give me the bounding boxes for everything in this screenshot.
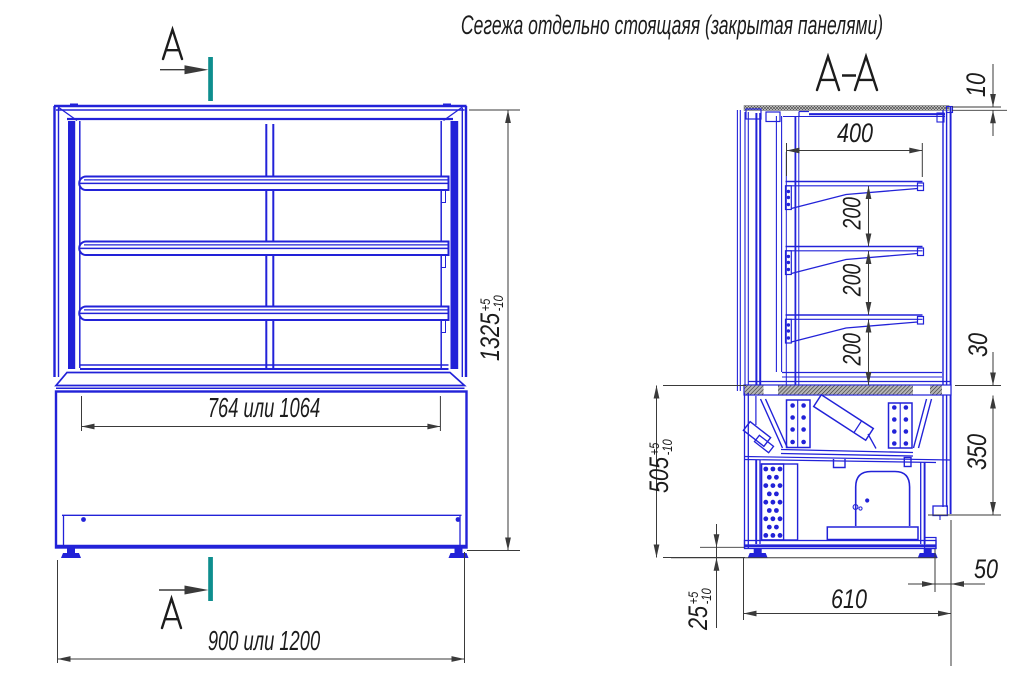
- svg-text:-10: -10: [699, 588, 714, 604]
- svg-text:900 или 1200: 900 или 1200: [208, 626, 320, 657]
- svg-text:50: 50: [974, 555, 998, 585]
- svg-text:-10: -10: [491, 295, 506, 311]
- svg-text:400: 400: [837, 119, 873, 149]
- svg-text:200: 200: [838, 333, 866, 367]
- svg-text:+5: +5: [686, 591, 701, 605]
- svg-text:+5: +5: [478, 298, 493, 312]
- svg-text:+5: +5: [647, 442, 662, 456]
- svg-text:30: 30: [964, 333, 994, 357]
- svg-text:200: 200: [838, 197, 866, 231]
- svg-text:-10: -10: [660, 439, 675, 455]
- svg-text:1325: 1325: [476, 313, 506, 361]
- svg-text:610: 610: [831, 585, 867, 615]
- svg-text:10: 10: [962, 73, 992, 97]
- svg-text:Сегежа отдельно стоящаяя (закр: Сегежа отдельно стоящаяя (закрытая панел…: [461, 9, 883, 40]
- svg-text:764 или 1064: 764 или 1064: [208, 393, 320, 424]
- svg-text:350: 350: [963, 434, 993, 470]
- svg-text:505: 505: [645, 457, 675, 493]
- svg-text:200: 200: [838, 263, 866, 297]
- svg-text:25: 25: [684, 606, 714, 631]
